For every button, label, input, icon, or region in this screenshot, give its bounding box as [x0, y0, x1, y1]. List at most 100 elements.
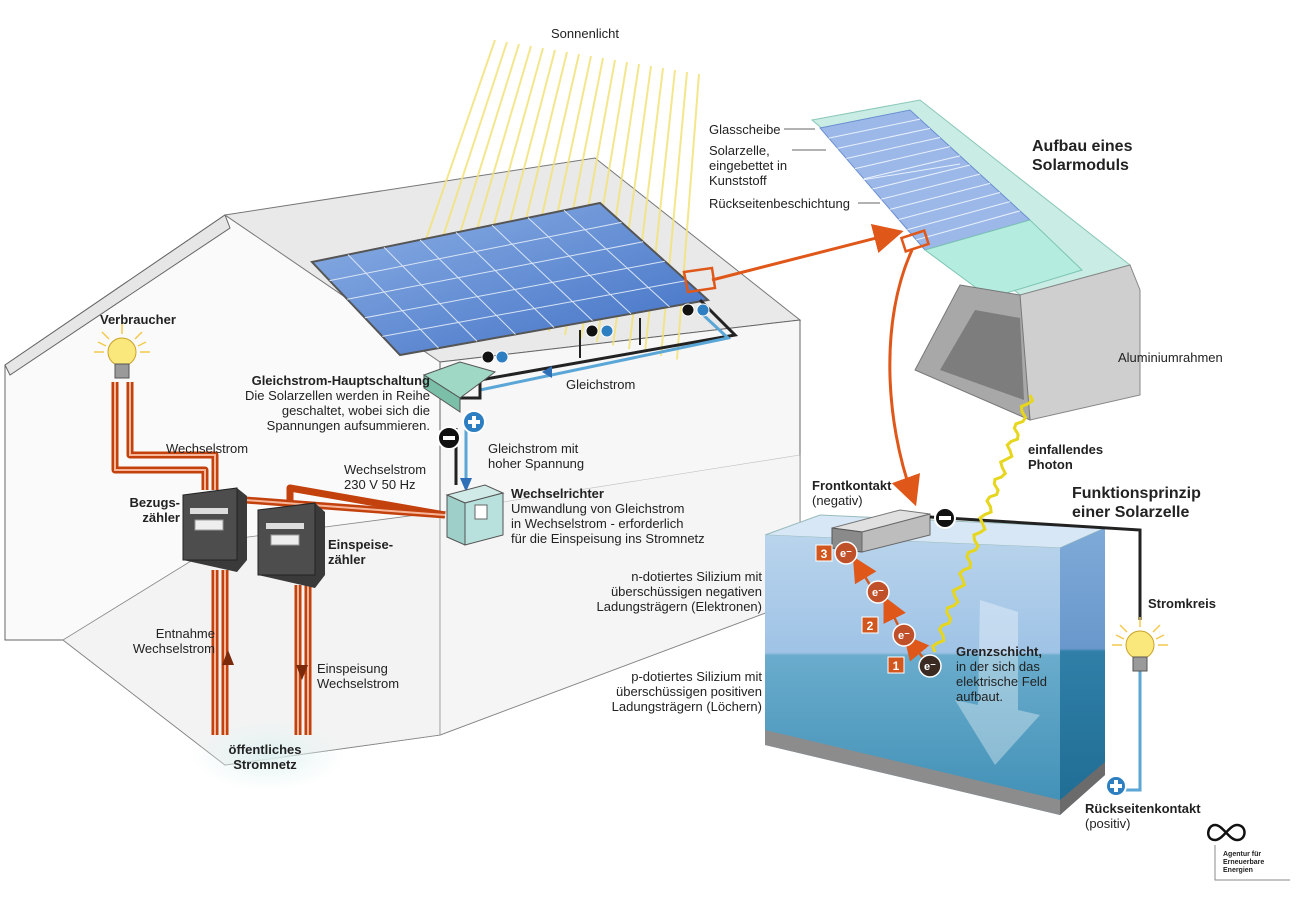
public-grid-line: Stromnetz	[233, 757, 297, 772]
back-contact-title: Rückseitenkontakt	[1085, 801, 1201, 816]
solar-cell-line: Solarzelle,	[709, 143, 770, 158]
module-title-line: Solarmoduls	[1032, 157, 1129, 174]
step-3-badge: 3	[821, 547, 828, 561]
ac-wire-highlight	[114, 382, 446, 735]
electron-label: e⁻	[872, 587, 884, 599]
glass-label: Glasscheibe	[709, 122, 781, 137]
n-silicon-line: Ladungsträgern (Elektronen)	[596, 599, 763, 614]
front-contact-sub: (negativ)	[812, 493, 863, 508]
consumer-label: Verbraucher	[100, 312, 176, 327]
back-contact-label: Rückseitenkontakt (positiv)	[1085, 801, 1201, 831]
inverter-title: Wechselrichter	[511, 486, 604, 501]
roof-terminals	[481, 303, 710, 364]
feed-meter-label: Einspeise- zähler	[328, 537, 393, 567]
dc-main-desc: geschaltet, wobei sich die	[281, 403, 430, 418]
dc-current-label: Gleichstrom	[566, 377, 636, 392]
dc-high-line: Gleichstrom mit	[488, 441, 579, 456]
supply-meter-label: Bezugs- zähler	[110, 495, 180, 525]
dc-high-line: hoher Spannung	[488, 456, 585, 471]
minus-terminal-icon	[681, 303, 695, 317]
plus-terminal-icon	[495, 350, 509, 364]
n-silicon-label: n-dotiertes Silizium mit überschüssigen …	[560, 569, 763, 614]
dc-high-voltage-label: Gleichstrom mit hoher Spannung	[488, 441, 584, 471]
electron-icon	[866, 580, 890, 604]
panel-cell-line	[382, 280, 687, 337]
n-silicon-line: überschüssigen negativen	[610, 584, 762, 599]
electron-label: e⁻	[898, 630, 910, 642]
module-cell-line	[837, 127, 931, 149]
electron-icon	[918, 654, 942, 678]
solar-cell-line: eingebettet in	[709, 158, 788, 173]
panel-cell-line	[364, 260, 665, 319]
panel-cell-line	[347, 254, 439, 349]
circuit-label: Stromkreis	[1148, 596, 1216, 611]
solar-module	[810, 99, 1141, 421]
module-cell-line	[828, 118, 921, 139]
n-silicon-line: n-dotiertes Silizium mit	[631, 569, 762, 584]
logo-infinity-icon	[1207, 823, 1290, 881]
panel-cell-line	[491, 224, 593, 321]
aluminium-frame-label: Aluminiumrahmen	[1118, 350, 1223, 365]
front-contact-title: Frontkontakt	[812, 478, 892, 493]
module-cell-line	[861, 163, 961, 181]
junction-desc: aufbaut.	[956, 689, 1003, 704]
meter-icon	[182, 487, 247, 572]
dc-main-circuit-label: Gleichstrom-Hauptschaltung Die Solarzell…	[232, 373, 430, 433]
panel-cell-line	[347, 241, 644, 300]
dc-main-desc: Spannungen aufsummieren.	[266, 418, 430, 433]
panel-detail-highlight	[682, 266, 717, 294]
junction-desc: in der sich das	[956, 659, 1040, 674]
logo-line: Energien	[1223, 867, 1253, 874]
roof-solar-panel	[310, 201, 711, 357]
junction-title: Grenzschicht,	[956, 644, 1042, 659]
solar-cell-block	[764, 514, 1106, 815]
cell-title-line: einer Solarzelle	[1072, 504, 1190, 521]
feed-in-label: Einspeisung Wechselstrom	[317, 661, 399, 691]
panel-cell-line	[455, 232, 555, 328]
plus-terminal-icon	[600, 324, 614, 338]
module-cell-line	[872, 164, 971, 190]
step-1-badge: 1	[893, 659, 900, 673]
module-cell-line	[907, 201, 1011, 231]
photon-wave-icon	[930, 394, 1035, 653]
sun-ray	[660, 71, 688, 357]
lightbulb-icon	[1112, 617, 1168, 672]
back-coating-label: Rückseitenbeschichtung	[709, 196, 850, 211]
module-cell-line	[846, 137, 941, 159]
panel-cell-line	[563, 210, 670, 308]
step-badges: 1 2 3	[815, 544, 905, 674]
module-cell-line	[889, 182, 991, 210]
solar-cell-line: Kunststoff	[709, 173, 767, 188]
photon-line: Photon	[1028, 457, 1073, 472]
module-cell-line	[854, 146, 951, 170]
logo-text: Agentur für Erneuerbare Energien	[1223, 851, 1264, 875]
electrons: e⁻ e⁻ e⁻ e⁻	[834, 541, 942, 678]
feed-meter-line: zähler	[328, 552, 366, 567]
module-pointer-lines	[784, 128, 880, 204]
minus-terminal-icon	[585, 324, 599, 338]
sun-ray	[676, 73, 700, 360]
inverter-desc: Umwandlung von Gleichstrom	[511, 501, 685, 516]
front-contact-label: Frontkontakt (negativ)	[812, 478, 891, 508]
ac-current-label: Wechselstrom	[166, 441, 249, 456]
cell-title-line: Funktionsprinzip	[1072, 485, 1201, 502]
electron-icon	[892, 623, 916, 647]
module-title-line: Aufbau eines	[1032, 138, 1133, 155]
logo-line: Agentur für	[1223, 851, 1262, 858]
feed-meter-line: Einspeise-	[328, 537, 394, 552]
ac-230-label: Wechselstrom 230 V 50 Hz	[344, 462, 426, 492]
module-cell-line	[916, 210, 1021, 241]
public-grid-label: öffentliches Stromnetz	[205, 742, 325, 772]
junction-label: Grenzschicht, in der sich das elektrisch…	[956, 644, 1047, 704]
junction-box	[422, 361, 497, 413]
zoom-arrow-module	[711, 223, 904, 282]
p-silicon-line: überschüssigen positiven	[616, 684, 762, 699]
electron-label: e⁻	[924, 661, 936, 673]
module-cell-line	[881, 173, 981, 200]
back-contact-sub: (positiv)	[1085, 816, 1131, 831]
step-2-badge: 2	[867, 619, 874, 633]
supply-meter-line: zähler	[142, 510, 180, 525]
module-cell-line	[898, 192, 1001, 220]
dc-main-desc: Die Solarzellen werden in Reihe	[245, 388, 430, 403]
solar-cell-label: Solarzelle, eingebettet in Kunststoff	[709, 143, 787, 188]
